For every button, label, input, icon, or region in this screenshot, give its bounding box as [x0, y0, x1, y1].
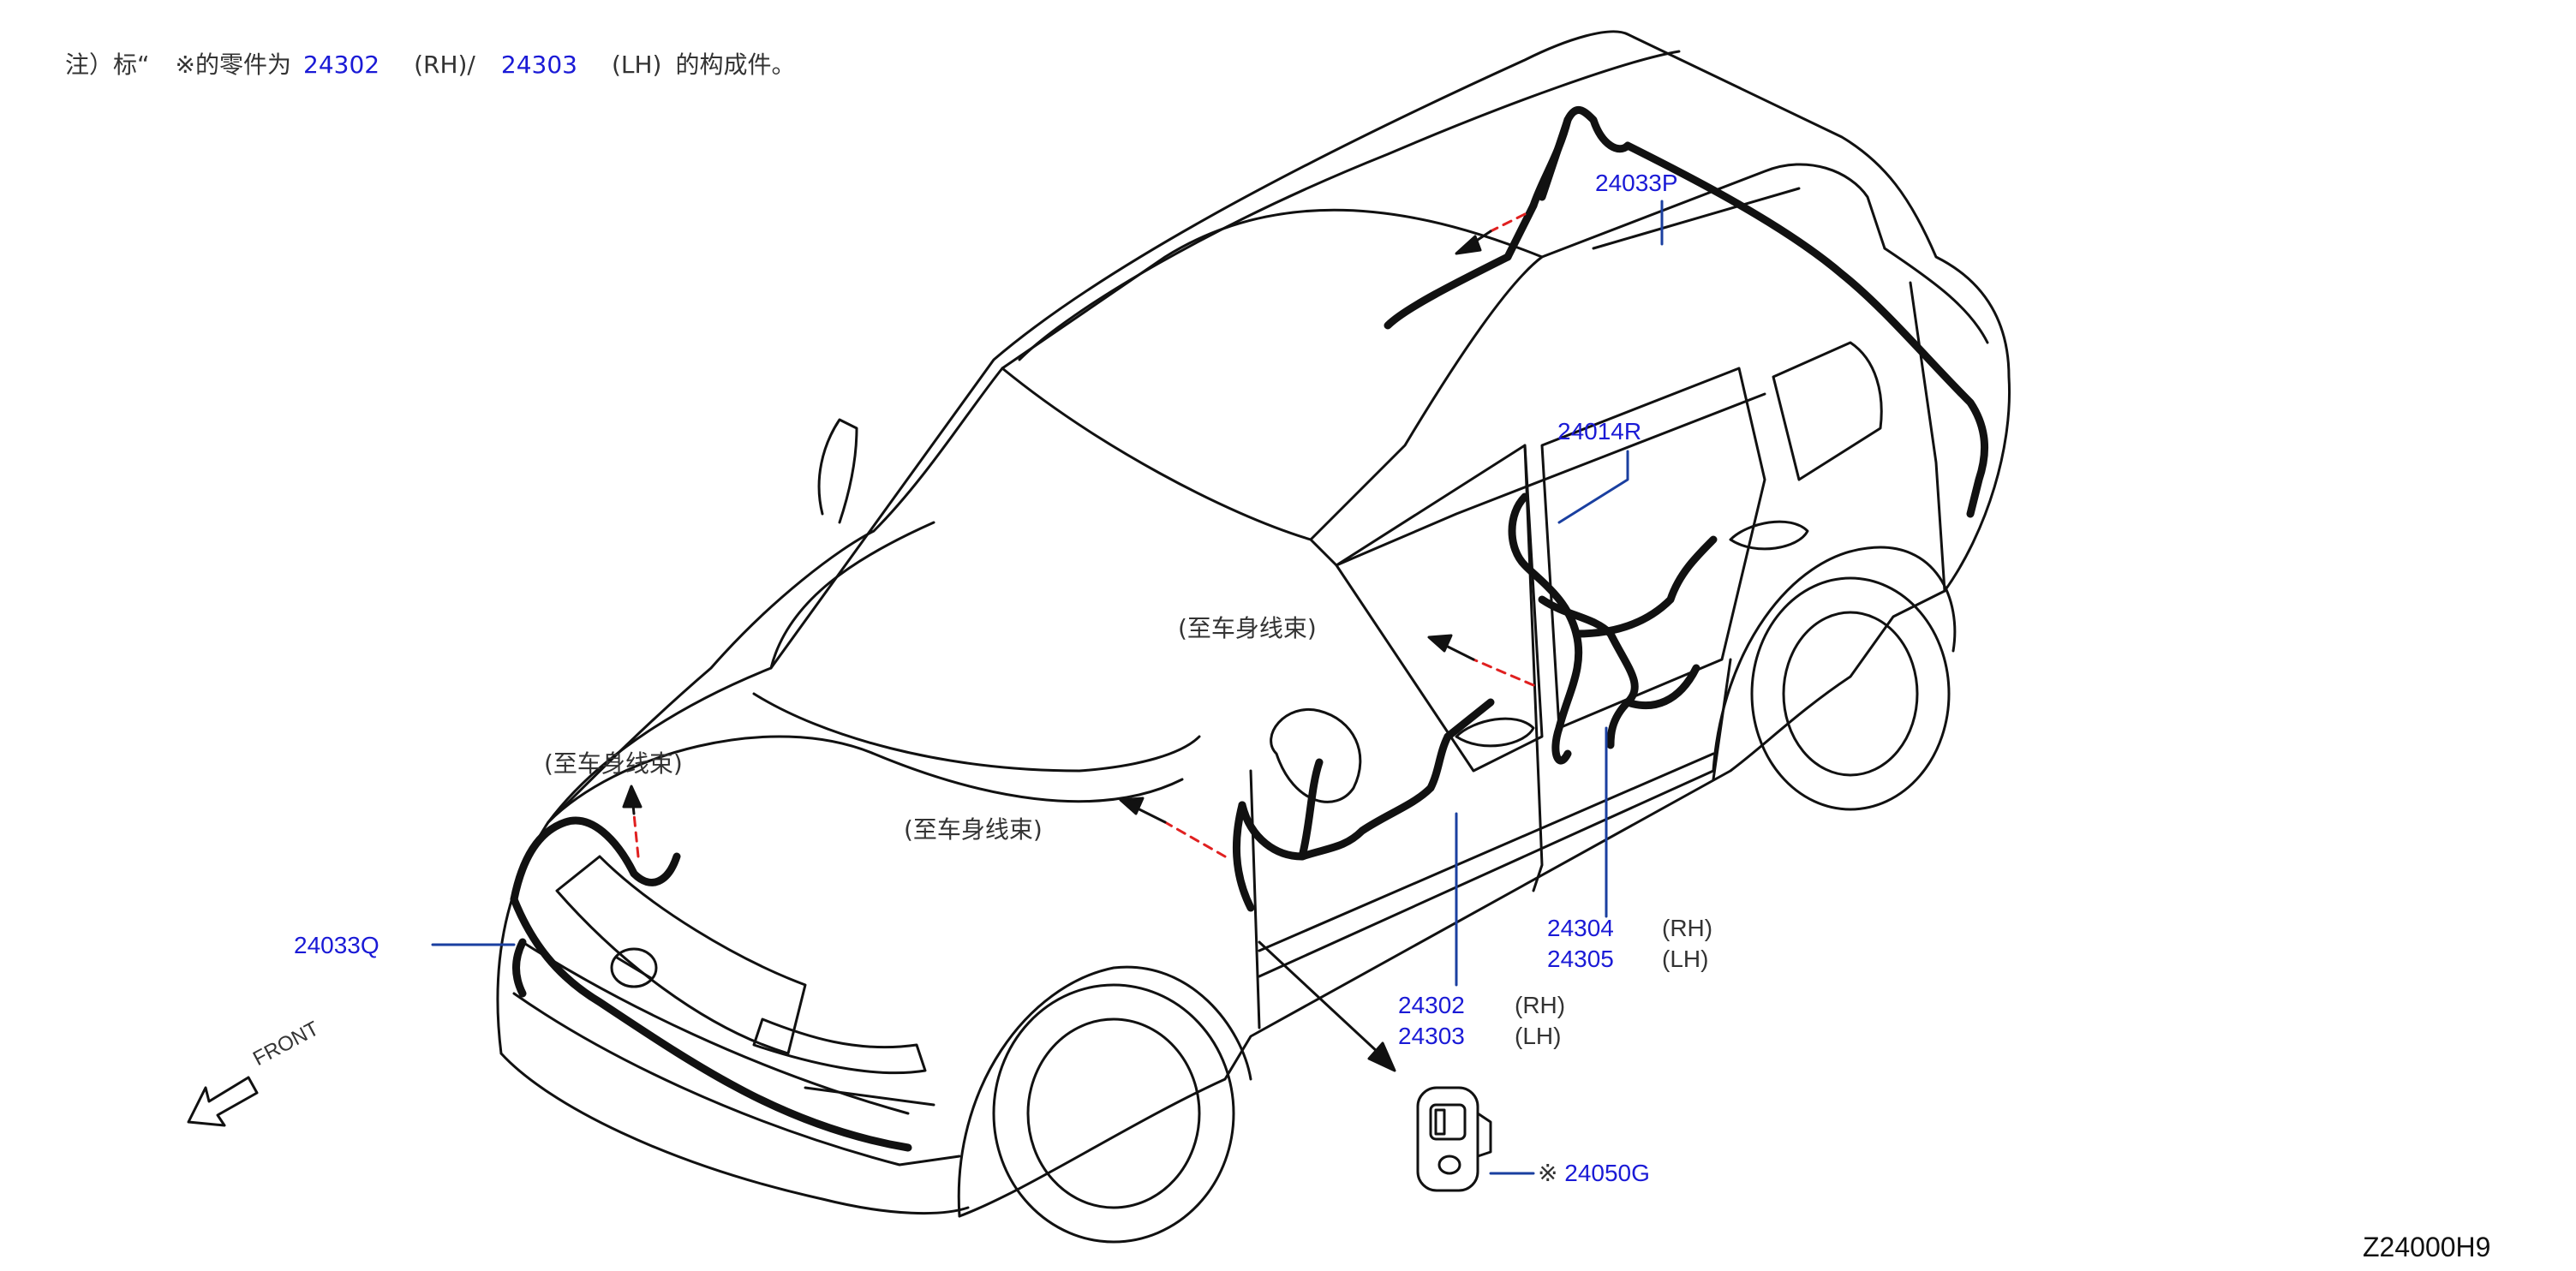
rear-wheel-rim [1782, 611, 1919, 777]
label-24303-lh: (LH) [1515, 1023, 1562, 1049]
arrow-module [1258, 940, 1381, 1055]
module-part: 24050G [1564, 1160, 1650, 1186]
antenna [817, 418, 858, 524]
to-body-label-a-pillar: (至车身线束) [1178, 614, 1317, 642]
roof-outline [1540, 163, 1886, 259]
label-24033q: 24033Q [294, 932, 380, 958]
headlight [752, 1017, 927, 1075]
door-split [1523, 444, 1544, 892]
note-lh: (LH) [611, 51, 662, 79]
label-24304-rh: (RH) [1662, 915, 1713, 941]
rear-wheel-arch [1712, 546, 1957, 773]
harness-24302 [1238, 732, 1452, 861]
label-24033p: 24033P [1595, 170, 1678, 196]
front-wheel [992, 983, 1235, 1244]
label-24303: 24303 [1398, 1023, 1465, 1049]
front-wheel-arch [957, 965, 1252, 1218]
to-body-label-hood: (至车身线束) [544, 749, 683, 778]
label-24050g: ※ 24050G [1538, 1161, 1650, 1185]
note-part-rh: 24302 [303, 51, 380, 79]
note-mark: ※ [175, 51, 195, 79]
label-24305: 24305 [1547, 946, 1614, 972]
dash-a-pillar [1472, 658, 1535, 687]
note-part-lh: 24303 [500, 51, 577, 79]
module-mark: ※ [1538, 1159, 1558, 1187]
diagram-code: Z24000H9 [2363, 1232, 2491, 1262]
brand-emblem [610, 947, 658, 988]
label-24014r: 24014R [1557, 418, 1642, 445]
rear-side-window [1540, 367, 1766, 730]
front-arrow [187, 1076, 259, 1127]
dash-hood [632, 812, 640, 858]
label-24305-lh: (LH) [1662, 946, 1709, 972]
harness-24033p [1538, 106, 1989, 518]
rear-door-handle [1729, 520, 1809, 551]
note-middle: 的零件为 [194, 51, 291, 79]
dash-front-door [1163, 820, 1227, 858]
note-suffix: 的构成件。 [675, 51, 796, 79]
harness-24304 [1606, 630, 1639, 749]
windshield [1001, 208, 1544, 541]
rear-wheel [1750, 576, 1951, 811]
car-body-outline [496, 30, 2011, 1218]
leader-24014r [1557, 450, 1629, 524]
label-24302-rh: (RH) [1515, 992, 1566, 1018]
control-module [1416, 1086, 1492, 1192]
note-prefix: 注）标“ [65, 51, 150, 79]
note-line: 注）标“ ※的零件为 24302 (RH)/ 24303 (LH) 的构成件。 [65, 53, 795, 77]
note-rh: (RH)/ [414, 51, 475, 79]
front-grille [555, 855, 807, 1055]
front-door-handle [1455, 717, 1535, 748]
hood-outline [547, 367, 1004, 824]
label-24302: 24302 [1398, 992, 1465, 1018]
front-bumper-outline [499, 1052, 970, 1215]
front-side-window [1335, 444, 1544, 773]
front-wheel-rim [1026, 1017, 1201, 1209]
label-24304: 24304 [1547, 915, 1614, 941]
dash-roof [1489, 212, 1527, 233]
to-body-label-front-door: (至车身线束) [904, 815, 1043, 844]
harness-24033q [510, 816, 681, 904]
